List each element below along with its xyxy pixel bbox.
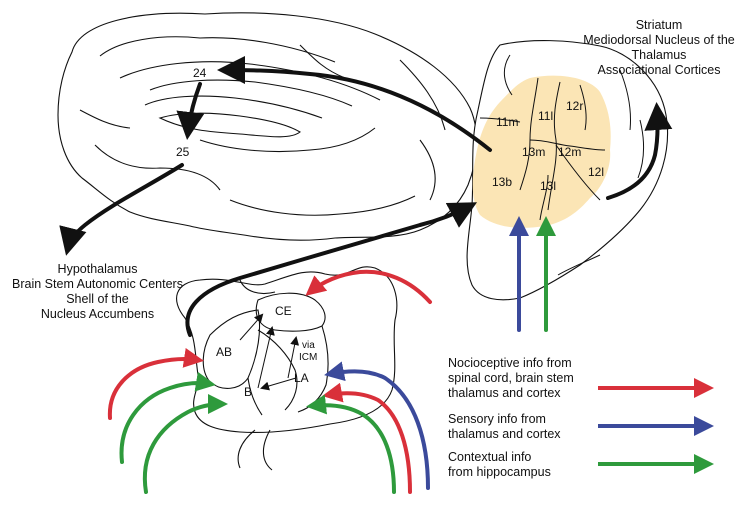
- striatum-targets-label: Striatum Mediodorsal Nucleus of the Thal…: [570, 18, 748, 78]
- arrow-amygdala-to-ofc: [185, 202, 478, 337]
- area-24-label: 24: [193, 66, 207, 80]
- amygdala-ce-label: CE: [275, 304, 292, 318]
- ofc-area-11l: 11l: [538, 109, 554, 123]
- hypothalamus-targets-label: Hypothalamus Brain Stem Autonomic Center…: [0, 262, 195, 322]
- legend-nociceptive-line-3: thalamus and cortex: [448, 386, 561, 400]
- amygdala-ab-label: AB: [216, 345, 233, 359]
- amygdala-b-label: B: [244, 385, 253, 399]
- arrow-25-to-hypothalamus: [59, 163, 184, 256]
- ofc-area-11m: 11m: [496, 115, 519, 129]
- medial-brain-outline: [57, 12, 478, 241]
- ofc-outline: [466, 40, 669, 301]
- striatum-line-2: Mediodorsal Nucleus of the: [583, 33, 735, 47]
- legend-sensory-line-2: thalamus and cortex: [448, 427, 561, 441]
- amygdala-la-label: LA: [294, 371, 309, 385]
- arrow-contextual-to-b: [142, 394, 228, 494]
- projection-arrows: [59, 56, 673, 337]
- arrow-ofc-to-striatum: [606, 102, 673, 200]
- arrow-contextual-to-la: [306, 394, 396, 494]
- ofc-area-12r: 12r: [566, 99, 584, 113]
- legend-arrows: [598, 378, 714, 474]
- arrow-nociceptive-to-ab: [107, 347, 204, 420]
- striatum-line-3: Thalamus: [631, 48, 687, 62]
- striatum-line-1: Striatum: [635, 18, 683, 32]
- striatum-line-4: Associational Cortices: [597, 63, 721, 77]
- arrow-24-to-25: [176, 82, 205, 140]
- arrow-contextual-to-ab: [119, 371, 216, 464]
- amygdala-via-label: via: [302, 340, 315, 351]
- ofc-area-13b: 13b: [492, 175, 513, 189]
- hypothalamus-line-3: Shell of the: [66, 292, 129, 306]
- amygdala-outline: [176, 266, 398, 471]
- legend-contextual-line-1: Contextual info: [448, 450, 532, 464]
- ofc-area-13l: 13l: [540, 179, 557, 193]
- hypothalamus-line-1: Hypothalamus: [57, 262, 138, 276]
- amygdala-internal-arrows: [239, 313, 300, 391]
- ofc-area-12m: 12m: [558, 145, 582, 159]
- legend-sensory-line-1: Sensory info from: [448, 412, 546, 426]
- legend-nociceptive-line-1: Nocioceptive info from: [448, 356, 572, 370]
- amygdala-icm-label: ICM: [299, 352, 318, 363]
- legend-contextual-line-2: from hippocampus: [448, 465, 551, 479]
- legend-nociceptive-text: Nocioceptive info from spinal cord, brai…: [448, 356, 574, 401]
- arrow-nociceptive-to-la: [322, 382, 412, 494]
- arrow-sensory-to-la: [324, 361, 430, 490]
- input-arrows: [107, 216, 556, 494]
- arrow-nociceptive-to-ce: [305, 269, 432, 304]
- area-25-label: 25: [176, 145, 190, 159]
- legend-contextual-text: Contextual info from hippocampus: [448, 450, 551, 480]
- arrow-ofc-to-24: [217, 56, 492, 152]
- ofc-area-12l: 12l: [588, 165, 605, 179]
- legend-nociceptive-line-2: spinal cord, brain stem: [448, 371, 574, 385]
- ofc-shaded-region: [472, 75, 611, 228]
- legend-sensory-text: Sensory info from thalamus and cortex: [448, 412, 561, 442]
- hypothalamus-line-4: Nucleus Accumbens: [40, 307, 155, 321]
- hypothalamus-line-2: Brain Stem Autonomic Centers: [12, 277, 183, 291]
- ofc-area-13m: 13m: [522, 145, 546, 159]
